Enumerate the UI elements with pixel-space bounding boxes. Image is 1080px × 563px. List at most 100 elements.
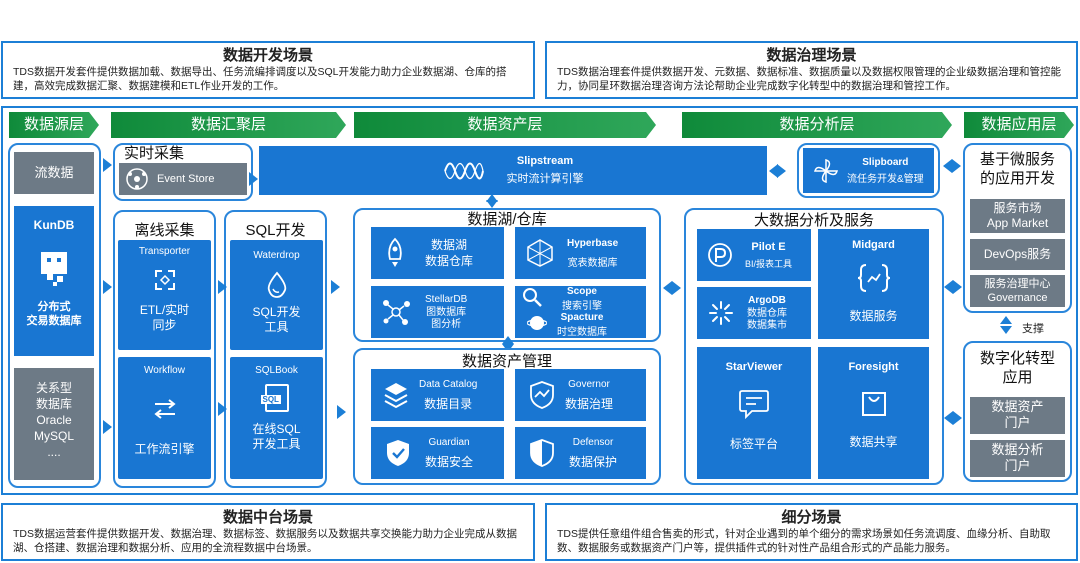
sync-icon	[154, 270, 175, 290]
scene-description: TDS数据治理套件提供数据开发、元数据、数据标准、数据质量以及数据权限管理的企业…	[557, 66, 1061, 92]
sqldev-title: SQL开发	[245, 222, 306, 239]
argodb-card: ArgoDB 数据仓库 数据集市	[697, 287, 811, 339]
governor-title: Governor	[568, 378, 610, 390]
layer-source: 数据源层	[9, 112, 99, 138]
transporter-title: Transporter	[138, 246, 191, 257]
arrow-right	[218, 402, 227, 416]
waterdrop-subtitle: SQL开发 工具	[252, 305, 301, 334]
burst-icon	[709, 301, 733, 325]
scene-description: TDS提供任意组件组合售卖的形式，针对企业遇到的单个细分的需求场景如任务流调度、…	[557, 528, 1051, 554]
scene-segmented: 细分场景 TDS提供任意组件组合售卖的形式，针对企业遇到的单个细分的需求场景如任…	[545, 503, 1078, 561]
midgard-title: Midgard	[852, 239, 895, 251]
governance-box: 服务治理中心 Governance	[970, 275, 1065, 307]
water-drop-icon	[267, 271, 286, 298]
layers-icon	[384, 383, 408, 409]
scene-description: TDS数据运营套件提供数据开发、数据治理、数据标签、数据服务以及数据共享交换能力…	[13, 528, 517, 554]
event-store-label: Event Store	[157, 173, 215, 185]
slipstream-title: Slipstream	[516, 155, 574, 167]
arrow-right	[337, 405, 346, 419]
layer-asset: 数据资产层	[354, 112, 656, 138]
analysis-title: 大数据分析及服务	[753, 212, 874, 229]
lake-warehouse-card: 数据湖 数据仓库	[371, 227, 504, 279]
scope-subtitle: 搜索引擎	[562, 301, 602, 312]
shield-half-icon	[530, 439, 554, 467]
stellardb-card: StellarDB 图数据库 图分析	[371, 286, 504, 338]
starviewer-subtitle: 标签平台	[729, 437, 778, 451]
sqlbook-subtitle: 在线SQL 开发工具	[252, 422, 301, 451]
rel-line: 关系型	[35, 381, 72, 395]
support-label: 支撑	[1022, 323, 1044, 335]
midgard-card: Midgard 数据服务	[818, 229, 929, 339]
slipboard-subtitle: 流任务开发&管理	[847, 173, 924, 185]
scene-title: 数据开发场景	[222, 47, 313, 64]
transporter-subtitle: ETL/实时 同步	[139, 303, 190, 332]
search-icon	[523, 288, 542, 307]
foresight-subtitle: 数据共享	[849, 435, 898, 449]
slipboard-title: Slipboard	[862, 156, 909, 168]
defensor-card: Defensor 数据保护	[515, 427, 646, 479]
arrow-right	[218, 280, 227, 294]
kundb-subtitle: 分布式 交易数据库	[26, 301, 82, 327]
workflow-card: Workflow 工作流引擎	[118, 357, 211, 479]
analysis-portal-box: 数据分析 门户	[970, 440, 1065, 477]
scene-data-development: 数据开发场景 TDS数据开发套件提供数据加载、数据导出、任务流编排调度以及SQL…	[1, 41, 535, 99]
stellardb-title: StellarDB	[425, 293, 468, 305]
governor-card: Governor 数据治理	[515, 369, 646, 421]
microservice-title: 基于微服务 的应用开发	[979, 151, 1055, 187]
cube-icon	[527, 239, 553, 267]
arrow-right	[103, 158, 112, 172]
data-catalog-title: Data Catalog	[419, 378, 478, 390]
scope-spacture-card: Scope 搜索引擎 Spacture 时空数据库	[515, 286, 646, 338]
spacture-subtitle: 时空数据库	[557, 327, 607, 338]
network-icon	[126, 168, 148, 190]
scope-title: Scope	[566, 286, 597, 297]
sqlbook-card: SQLBook SQL 在线SQL 开发工具	[230, 357, 323, 479]
rel-line: 数据库	[35, 397, 72, 411]
kundb-title: KunDB	[33, 218, 75, 232]
shield-check-icon	[387, 440, 409, 466]
layer-analysis: 数据分析层	[682, 112, 952, 138]
arrow-left	[663, 281, 672, 295]
scene-title: 数据治理场景	[766, 47, 857, 64]
pilot-title: Pilot E	[751, 240, 786, 253]
foresight-title: Foresight	[848, 361, 899, 373]
midgard-subtitle: 数据服务	[849, 309, 898, 323]
arrow-left	[943, 159, 952, 173]
data-lake-title: 数据湖/仓库	[467, 211, 547, 228]
starviewer-card: StarViewer 标签平台	[697, 347, 811, 479]
rel-line: ....	[47, 445, 61, 459]
sql-badge: SQL	[260, 395, 281, 404]
hyperbase-subtitle: 宽表数据库	[567, 257, 618, 269]
arrow-right	[952, 159, 961, 173]
scene-data-governance: 数据治理场景 TDS数据治理套件提供数据开发、元数据、数据标准、数据质量以及数据…	[545, 41, 1078, 99]
guardian-card: Guardian 数据安全	[371, 427, 504, 479]
lake-warehouse-label: 数据湖 数据仓库	[425, 238, 474, 268]
bag-icon	[861, 392, 886, 416]
tag-chat-icon	[739, 390, 769, 420]
braces-icon	[857, 264, 890, 292]
shield-chart-icon	[530, 381, 554, 409]
realtime-title: 实时采集	[124, 145, 185, 162]
rel-line: Oracle	[36, 413, 72, 427]
asset-portal-box: 数据资产 门户	[970, 397, 1065, 434]
transporter-card: Transporter ETL/实时 同步	[118, 240, 211, 350]
stream-data-box: 流数据	[14, 152, 94, 194]
slipstream-bar: Slipstream 实时流计算引擎	[259, 146, 767, 195]
event-store-box: Event Store	[119, 163, 247, 195]
arrow-down	[1000, 326, 1012, 334]
scene-data-middle-platform: 数据中台场景 TDS数据运营套件提供数据开发、数据治理、数据标签、数据服务以及数…	[1, 503, 535, 561]
sql-document-icon: SQL	[260, 384, 289, 412]
rocket-icon	[388, 237, 402, 267]
wave-icon	[443, 162, 484, 179]
devops-box: DevOps服务	[970, 239, 1065, 270]
argodb-subtitle: 数据仓库 数据集市	[747, 307, 787, 331]
sqlbook-title: SQLBook	[255, 365, 298, 376]
workflow-subtitle: 工作流引擎	[134, 442, 195, 456]
slipboard-box: Slipboard 流任务开发&管理	[803, 148, 934, 193]
kundb-pixel-icon	[41, 252, 67, 286]
arrow-right	[777, 164, 786, 178]
spacture-title: Spacture	[560, 312, 604, 323]
arrow-left	[944, 411, 953, 425]
guardian-subtitle: 数据安全	[425, 454, 474, 469]
guardian-title: Guardian	[428, 436, 470, 448]
